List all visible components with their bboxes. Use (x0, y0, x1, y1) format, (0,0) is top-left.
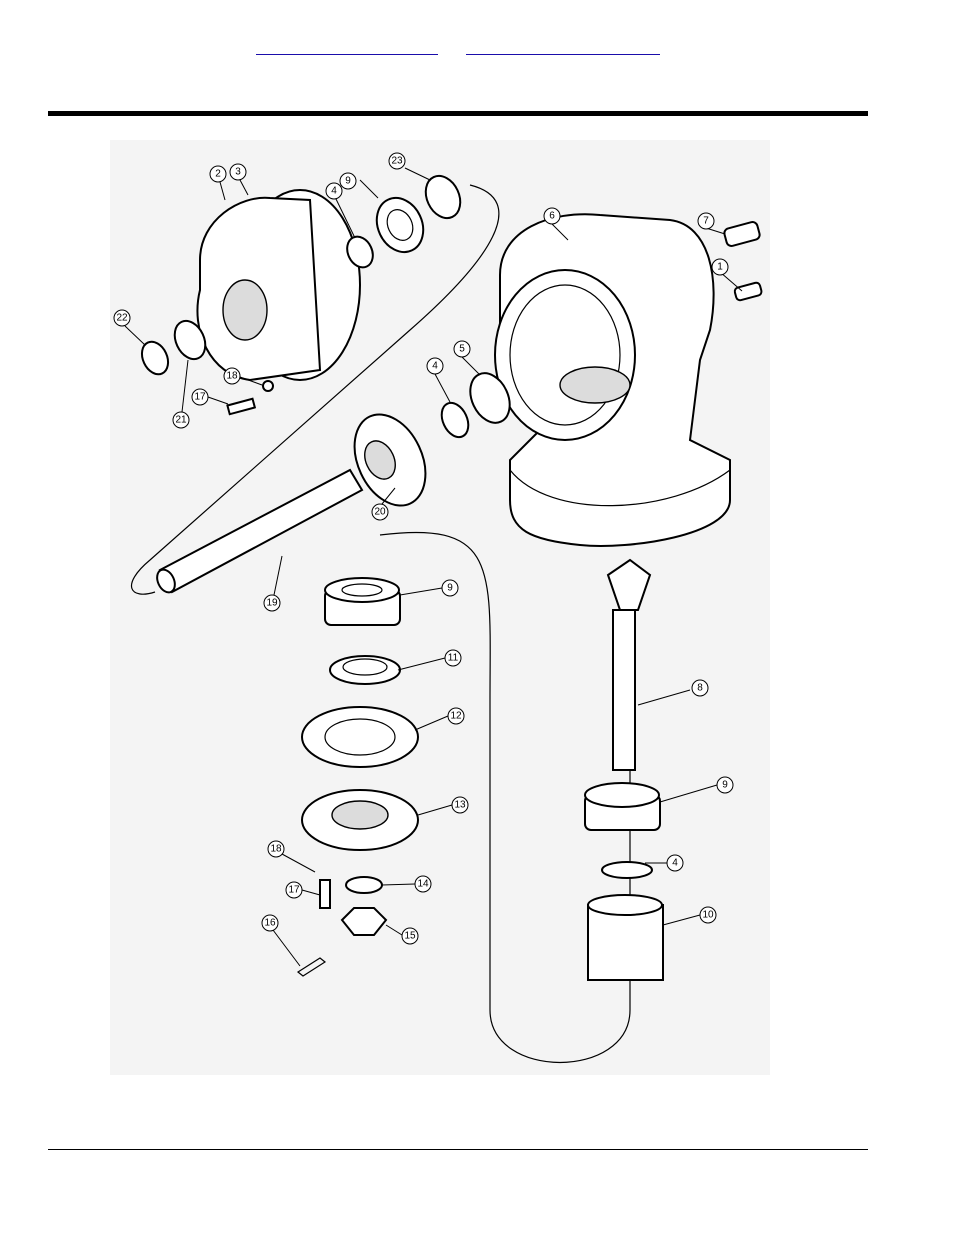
input-shaft (158, 468, 364, 594)
svg-text:15: 15 (404, 931, 416, 942)
snap-ring (440, 401, 470, 439)
callout-5: 5 (453, 340, 481, 376)
lower-bearing (324, 577, 401, 626)
svg-text:6: 6 (549, 211, 555, 222)
callout-19: 19 (263, 555, 283, 612)
callout-8: 8 (637, 679, 709, 706)
svg-text:19: 19 (266, 598, 278, 609)
svg-text:17: 17 (288, 885, 300, 896)
svg-text:1: 1 (717, 262, 723, 273)
retaining-ring (424, 174, 462, 220)
pinion-shaft (606, 558, 652, 771)
callout-18: 18 (267, 840, 316, 873)
svg-text:11: 11 (448, 653, 459, 664)
exploded-parts-diagram: 1 2 3 4 4 4 5 6 7 8 9 9 9 10 11 12 13 14… (110, 140, 770, 1075)
upper-bearing (375, 196, 425, 254)
header-link-2[interactable] (466, 38, 660, 55)
breather-plug (723, 221, 763, 302)
callout-13: 13 (417, 796, 469, 816)
callout-4: 4 (426, 357, 451, 403)
svg-text:22: 22 (116, 313, 128, 324)
svg-text:10: 10 (702, 910, 714, 921)
callout-6: 6 (543, 207, 569, 241)
hex-bolt (319, 879, 331, 909)
gasket (301, 706, 419, 768)
svg-text:13: 13 (454, 800, 466, 811)
callout-16: 16 (261, 914, 301, 967)
svg-text:21: 21 (175, 415, 187, 426)
svg-text:17: 17 (194, 392, 206, 403)
gearbox-housing (494, 213, 731, 547)
svg-text:12: 12 (450, 711, 462, 722)
callout-20: 20 (371, 487, 396, 521)
callout-18: 18 (223, 367, 263, 386)
svg-text:20: 20 (374, 507, 386, 518)
spacer-tube (587, 894, 664, 981)
callout-4: 4 (325, 182, 356, 239)
svg-text:9: 9 (722, 780, 728, 791)
svg-text:4: 4 (672, 858, 678, 869)
svg-text:4: 4 (331, 186, 337, 197)
assembly-path-line (131, 184, 500, 595)
oil-seal (329, 655, 401, 685)
callout-23: 23 (388, 152, 431, 181)
footer-divider (48, 1149, 868, 1150)
pinion-bearing (584, 782, 661, 831)
callout-14: 14 (381, 875, 432, 893)
snap-ring (346, 235, 374, 269)
callout-17: 17 (191, 388, 229, 406)
svg-text:18: 18 (270, 844, 282, 855)
callout-22: 22 (113, 309, 146, 346)
callout-10: 10 (662, 906, 717, 926)
svg-text:4: 4 (432, 361, 438, 372)
svg-text:7: 7 (703, 216, 709, 227)
title-divider (48, 111, 868, 116)
svg-text:9: 9 (345, 176, 351, 187)
callout-12: 12 (414, 707, 465, 731)
callout-11: 11 (397, 649, 462, 671)
callout-7: 7 (697, 212, 726, 235)
callout-9: 9 (659, 776, 734, 803)
svg-text:8: 8 (697, 683, 703, 694)
assembly-path-line (379, 531, 631, 1063)
bearing-cap (301, 789, 419, 851)
svg-text:16: 16 (264, 918, 276, 929)
svg-text:2: 2 (215, 169, 221, 180)
svg-text:5: 5 (459, 344, 465, 355)
snap-ring (140, 340, 170, 376)
svg-text:18: 18 (226, 371, 238, 382)
svg-text:23: 23 (391, 156, 403, 167)
lock-washer (262, 380, 274, 392)
snap-ring (601, 861, 653, 879)
hex-bolt (226, 397, 257, 416)
header-link-1[interactable] (256, 38, 438, 55)
callout-1: 1 (711, 258, 743, 292)
flat-washer (345, 876, 383, 894)
cotter-pin (296, 957, 327, 977)
svg-text:3: 3 (235, 167, 241, 178)
callout-9: 9 (339, 172, 379, 199)
svg-text:9: 9 (447, 583, 453, 594)
callout-9: 9 (399, 579, 459, 597)
callout-21: 21 (172, 359, 190, 429)
callout-3: 3 (229, 163, 249, 196)
side-cover (196, 189, 361, 382)
oil-seal (173, 319, 207, 361)
callout-2: 2 (209, 165, 227, 201)
bevel-gear (353, 413, 427, 507)
castle-nut (340, 907, 388, 936)
callout-4: 4 (645, 854, 684, 872)
svg-text:14: 14 (417, 879, 429, 890)
callout-15: 15 (385, 924, 419, 945)
callout-17: 17 (285, 881, 321, 899)
